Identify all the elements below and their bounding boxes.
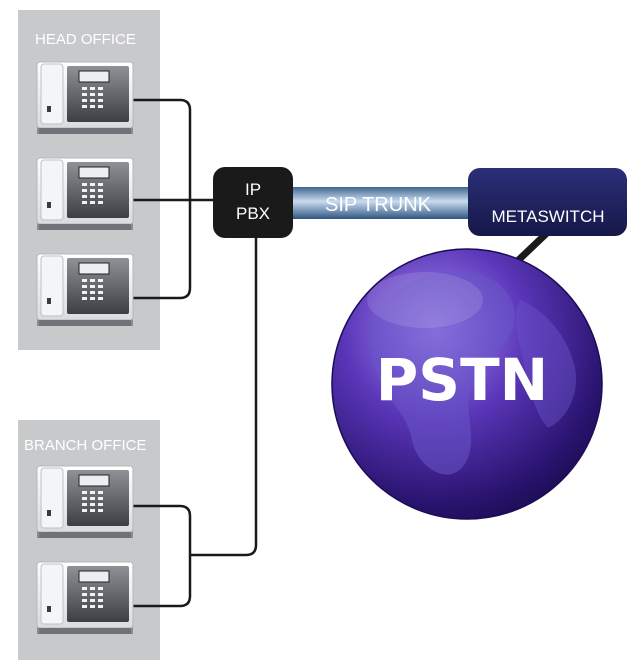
head-phone-3-icon [36, 253, 134, 327]
head-phone-2-icon [36, 157, 134, 231]
ip-pbx-label-line1: IP [245, 180, 261, 199]
metaswitch-box [468, 168, 627, 236]
pstn-globe-icon [331, 248, 603, 520]
sip-trunk [286, 187, 476, 219]
branch-phone-1-icon [36, 465, 134, 539]
ip-pbx-label-line2: PBX [236, 204, 270, 223]
pstn-label: PSTN [376, 346, 548, 414]
wiring [132, 98, 258, 608]
metaswitch-label: METASWITCH [491, 207, 604, 226]
branch-office-label: BRANCH OFFICE [24, 437, 147, 454]
head-office-label: HEAD OFFICE [35, 31, 136, 48]
ip-pbx-box [213, 167, 293, 238]
head-phone-1-icon [36, 61, 134, 135]
branch-phone-2-icon [36, 561, 134, 635]
sip-trunk-label: SIP TRUNK [325, 194, 432, 216]
